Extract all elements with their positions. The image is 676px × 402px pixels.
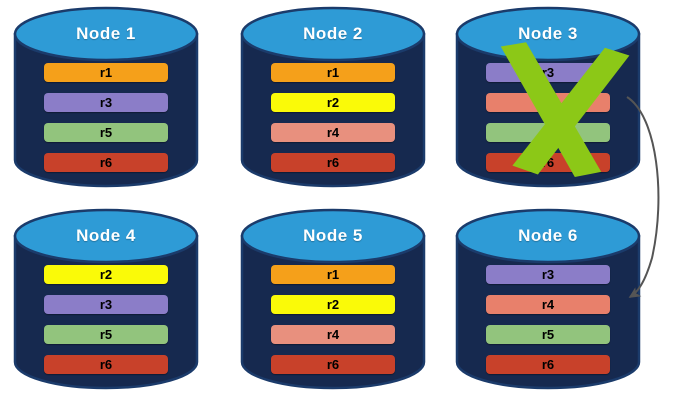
- migration-arrow-path: [626, 96, 660, 298]
- replica-bar-r5[interactable]: r5: [44, 325, 168, 344]
- node-1-replica-list: r1 r3 r5 r6: [44, 63, 168, 183]
- replica-label: r5: [99, 125, 113, 140]
- replica-bar-r1[interactable]: r1: [44, 63, 168, 82]
- replica-bar-r5[interactable]: r5: [44, 123, 168, 142]
- replica-bar-r4[interactable]: r4: [271, 123, 395, 142]
- cylinder-top: [13, 208, 199, 264]
- replica-label: r6: [326, 155, 340, 170]
- replica-label: r3: [541, 267, 555, 282]
- replica-bar-r1[interactable]: r1: [271, 63, 395, 82]
- replica-label: r1: [99, 65, 113, 80]
- replica-label: r1: [326, 267, 340, 282]
- replica-label: r5: [541, 327, 555, 342]
- replica-label: r2: [99, 267, 113, 282]
- replica-label: r6: [541, 357, 555, 372]
- replica-bar-r4[interactable]: r4: [486, 295, 610, 314]
- replica-label: r4: [326, 125, 340, 140]
- replica-bar-r6[interactable]: r6: [44, 153, 168, 172]
- replica-label: r2: [326, 95, 340, 110]
- cylinder-top: [240, 6, 426, 62]
- replica-label: r3: [99, 95, 113, 110]
- replica-bar-r6[interactable]: r6: [486, 355, 610, 374]
- replica-label: r3: [99, 297, 113, 312]
- replica-bar-r1[interactable]: r1: [271, 265, 395, 284]
- replica-label: r5: [99, 327, 113, 342]
- replica-bar-r4[interactable]: r4: [271, 325, 395, 344]
- replica-bar-r3[interactable]: r3: [486, 265, 610, 284]
- replica-label: r6: [326, 357, 340, 372]
- replica-label: r4: [541, 297, 555, 312]
- replica-bar-r3[interactable]: r3: [44, 295, 168, 314]
- replica-bar-r6[interactable]: r6: [44, 355, 168, 374]
- node-4-replica-list: r2 r3 r5 r6: [44, 265, 168, 385]
- replica-bar-r6[interactable]: r6: [271, 153, 395, 172]
- cylinder-top: [455, 208, 641, 264]
- node-2-replica-list: r1 r2 r4 r6: [271, 63, 395, 183]
- replica-bar-r6[interactable]: r6: [271, 355, 395, 374]
- node-6-replica-list: r3 r4 r5 r6: [486, 265, 610, 385]
- replica-bar-r5[interactable]: r5: [486, 325, 610, 344]
- replica-label: r6: [99, 357, 113, 372]
- replica-label: r4: [326, 327, 340, 342]
- cylinder-top: [240, 208, 426, 264]
- replica-bar-r3[interactable]: r3: [44, 93, 168, 112]
- replica-bar-r2[interactable]: r2: [44, 265, 168, 284]
- replica-label: r6: [99, 155, 113, 170]
- replica-label: r1: [326, 65, 340, 80]
- replica-bar-r2[interactable]: r2: [271, 295, 395, 314]
- replica-bar-r2[interactable]: r2: [271, 93, 395, 112]
- replica-label: r2: [326, 297, 340, 312]
- cylinder-top: [13, 6, 199, 62]
- node-5-replica-list: r1 r2 r4 r6: [271, 265, 395, 385]
